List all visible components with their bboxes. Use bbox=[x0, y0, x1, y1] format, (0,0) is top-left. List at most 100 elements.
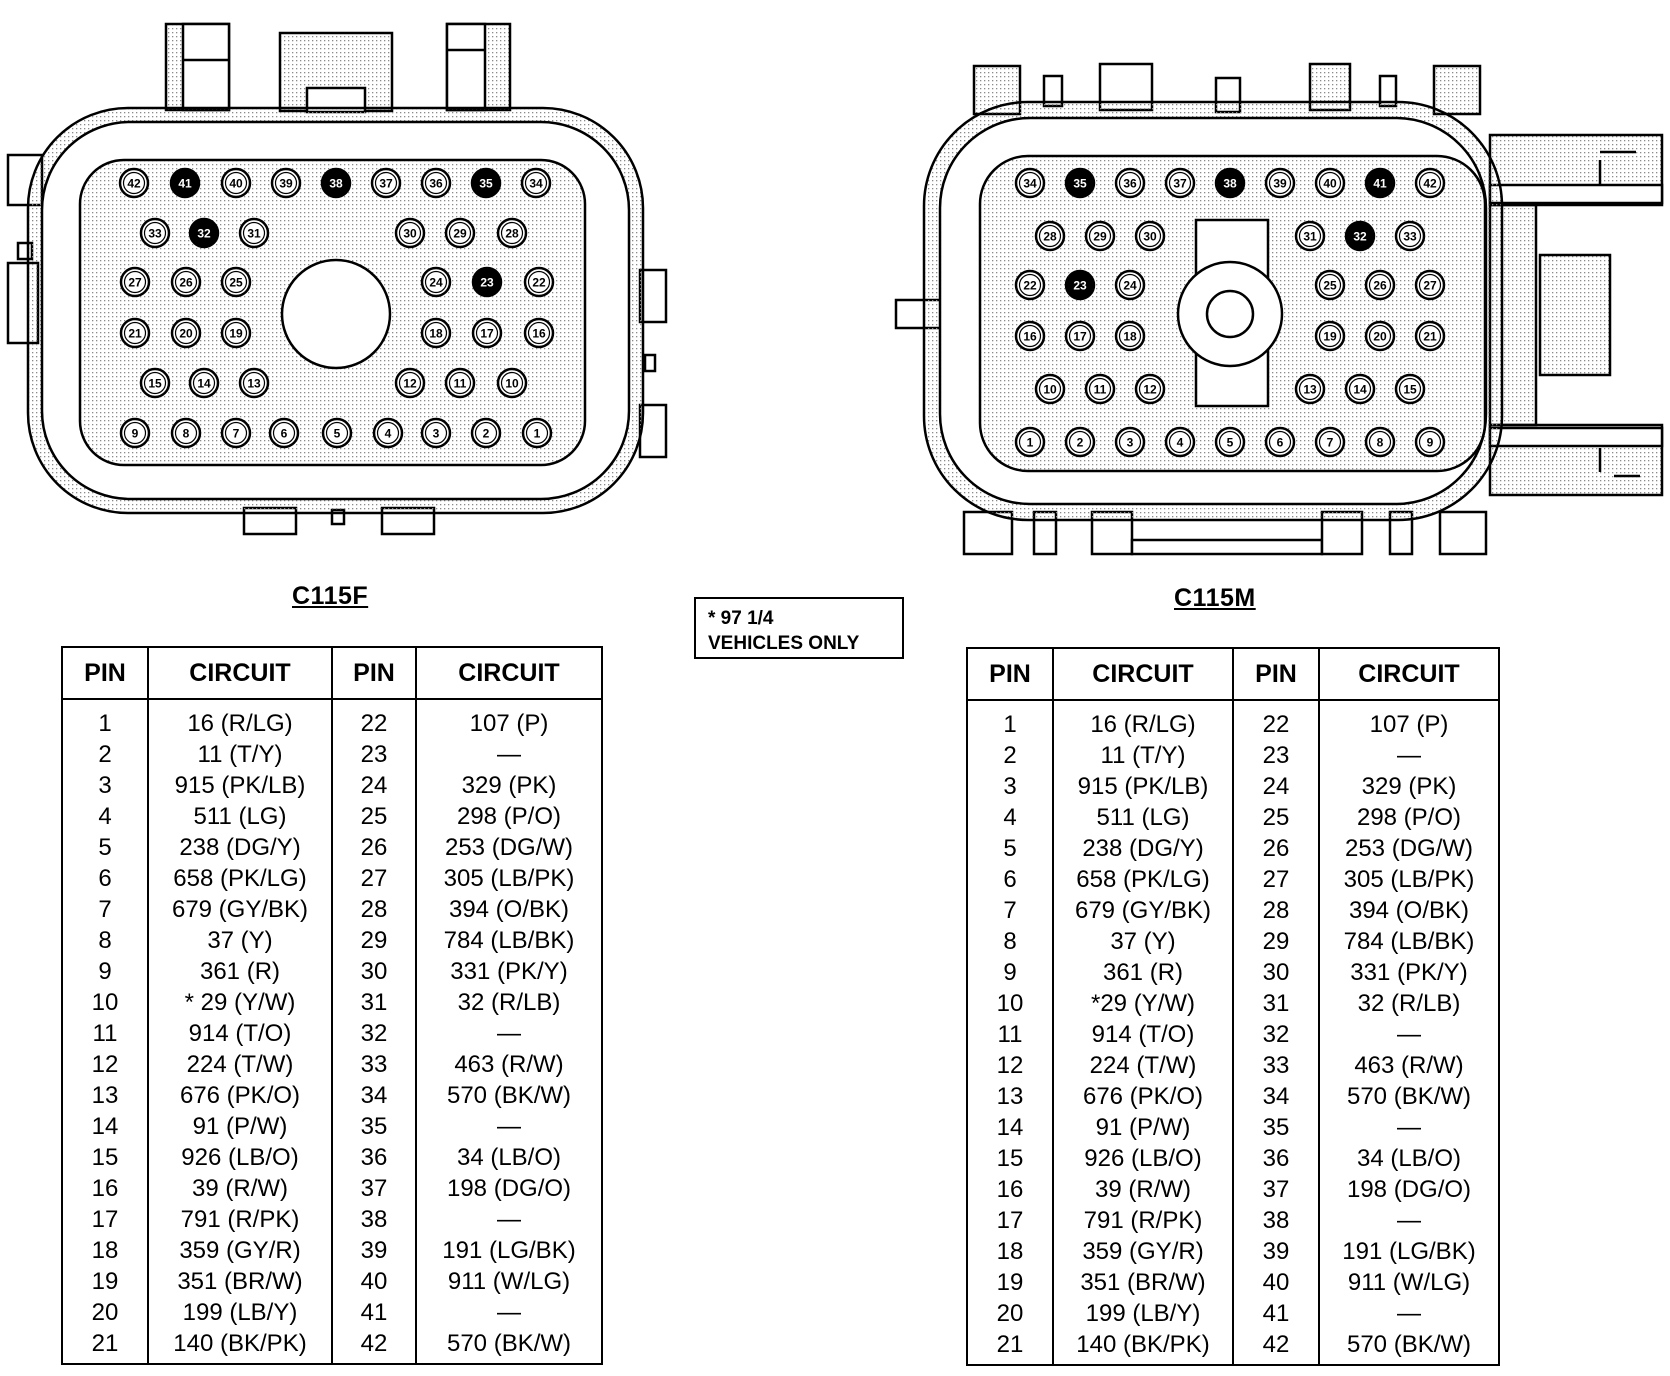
pin-number-cell: 41 bbox=[331, 1297, 417, 1328]
pin-number-cell: 16 bbox=[61, 1173, 149, 1204]
circuit-cell: 37 (Y) bbox=[1052, 926, 1234, 957]
pin-number-label: 22 bbox=[532, 276, 546, 290]
pin-cavity: 20 bbox=[1364, 320, 1396, 352]
column-header-circuit: CIRCUIT bbox=[1052, 647, 1234, 701]
circuit-cell: 915 (PK/LB) bbox=[147, 770, 333, 801]
pin-number-cell: 6 bbox=[61, 863, 149, 894]
circuit-cell: 39 (R/W) bbox=[147, 1173, 333, 1204]
circuit-cell: 253 (DG/W) bbox=[415, 832, 603, 863]
pin-number-cell: 31 bbox=[331, 987, 417, 1018]
pin-number-cell: 40 bbox=[1232, 1267, 1320, 1298]
circuit-cell: 570 (BK/W) bbox=[1318, 1329, 1500, 1365]
circuit-cell: 511 (LG) bbox=[147, 801, 333, 832]
pin-cavity: 42 bbox=[118, 167, 150, 199]
pin-number-label: 26 bbox=[1373, 279, 1387, 293]
pin-number-cell: 15 bbox=[61, 1142, 149, 1173]
circuit-cell: 570 (BK/W) bbox=[415, 1328, 603, 1364]
pin-cavity: 19 bbox=[220, 317, 252, 349]
pin-number-cell: 32 bbox=[1232, 1019, 1320, 1050]
pin-cavity: 16 bbox=[1014, 320, 1046, 352]
pin-number-cell: 35 bbox=[331, 1111, 417, 1142]
circuit-cell: 359 (GY/R) bbox=[147, 1235, 333, 1266]
pin-cavity: 36 bbox=[1114, 167, 1146, 199]
circuit-cell: 911 (W/LG) bbox=[1318, 1267, 1500, 1298]
pin-cavity: 40 bbox=[1314, 167, 1346, 199]
pin-number-cell: 31 bbox=[1232, 988, 1320, 1019]
circuit-cell: 361 (R) bbox=[1052, 957, 1234, 988]
pin-number-label: 14 bbox=[197, 377, 211, 391]
pin-cavity: 13 bbox=[238, 367, 270, 399]
pin-number-label: 12 bbox=[403, 377, 417, 391]
pin-cavity: 14 bbox=[188, 367, 220, 399]
pin-number-label: 4 bbox=[1177, 436, 1184, 450]
circuit-cell: 914 (T/O) bbox=[1052, 1019, 1234, 1050]
circuit-cell: — bbox=[415, 1111, 603, 1142]
pin-number-cell: 38 bbox=[1232, 1205, 1320, 1236]
pin-number-cell: 28 bbox=[331, 894, 417, 925]
pin-number-label: 35 bbox=[479, 177, 493, 191]
circuit-cell: 791 (R/PK) bbox=[1052, 1205, 1234, 1236]
circuit-cell: 570 (BK/W) bbox=[1318, 1081, 1500, 1112]
pin-number-cell: 39 bbox=[331, 1235, 417, 1266]
circuit-cell: — bbox=[1318, 1205, 1500, 1236]
pin-cavity: 10 bbox=[496, 367, 528, 399]
pin-cavity: 28 bbox=[496, 217, 528, 249]
pin-cavity: 34 bbox=[520, 167, 552, 199]
circuit-cell: 329 (PK) bbox=[1318, 771, 1500, 802]
pin-cavity: 2 bbox=[470, 417, 502, 449]
pin-number-label: 36 bbox=[429, 177, 443, 191]
column-header-pin: PIN bbox=[61, 646, 149, 700]
pin-number-label: 32 bbox=[1353, 230, 1367, 244]
pin-number-label: 9 bbox=[132, 427, 139, 441]
pin-number-cell: 19 bbox=[61, 1266, 149, 1297]
pin-cavity: 33 bbox=[139, 217, 171, 249]
pin-cavity: 19 bbox=[1314, 320, 1346, 352]
pin-cavity: 21 bbox=[1414, 320, 1446, 352]
circuit-cell: 37 (Y) bbox=[147, 925, 333, 956]
circuit-cell: — bbox=[415, 1204, 603, 1235]
circuit-cell: 359 (GY/R) bbox=[1052, 1236, 1234, 1267]
pin-number-label: 39 bbox=[1273, 177, 1287, 191]
pin-number-label: 42 bbox=[1423, 177, 1437, 191]
pin-number-cell: 33 bbox=[331, 1049, 417, 1080]
pin-number-label: 24 bbox=[1123, 279, 1137, 293]
pin-cavity: 8 bbox=[1364, 426, 1396, 458]
pin-cavity: 17 bbox=[471, 317, 503, 349]
pin-number-cell: 27 bbox=[1232, 864, 1320, 895]
circuit-cell: 39 (R/W) bbox=[1052, 1174, 1234, 1205]
pin-number-label: 14 bbox=[1353, 383, 1367, 397]
c115f-title: C115F bbox=[292, 582, 369, 610]
pin-number-cell: 13 bbox=[966, 1081, 1054, 1112]
pin-cavity: 25 bbox=[220, 266, 252, 298]
column-header-circuit: CIRCUIT bbox=[147, 646, 333, 700]
pin-cavity: 10 bbox=[1034, 373, 1066, 405]
pin-cavity: 30 bbox=[1134, 220, 1166, 252]
pin-number-label: 33 bbox=[148, 227, 162, 241]
circuit-cell: 394 (O/BK) bbox=[1318, 895, 1500, 926]
circuit-cell: 34 (LB/O) bbox=[415, 1142, 603, 1173]
circuit-cell: 915 (PK/LB) bbox=[1052, 771, 1234, 802]
pin-cavity: 35 bbox=[1064, 167, 1096, 199]
pin-number-label: 19 bbox=[1323, 330, 1337, 344]
pin-number-cell: 28 bbox=[1232, 895, 1320, 926]
pin-number-cell: 25 bbox=[1232, 802, 1320, 833]
pin-number-cell: 26 bbox=[1232, 833, 1320, 864]
pin-cavity: 37 bbox=[1164, 167, 1196, 199]
pin-cavity: 6 bbox=[1264, 426, 1296, 458]
pin-cavity: 38 bbox=[1214, 167, 1246, 199]
circuit-cell: 911 (W/LG) bbox=[415, 1266, 603, 1297]
column-header-pin: PIN bbox=[966, 647, 1054, 701]
pin-number-label: 10 bbox=[1043, 383, 1057, 397]
circuit-cell: 784 (LB/BK) bbox=[1318, 926, 1500, 957]
pin-number-cell: 3 bbox=[61, 770, 149, 801]
